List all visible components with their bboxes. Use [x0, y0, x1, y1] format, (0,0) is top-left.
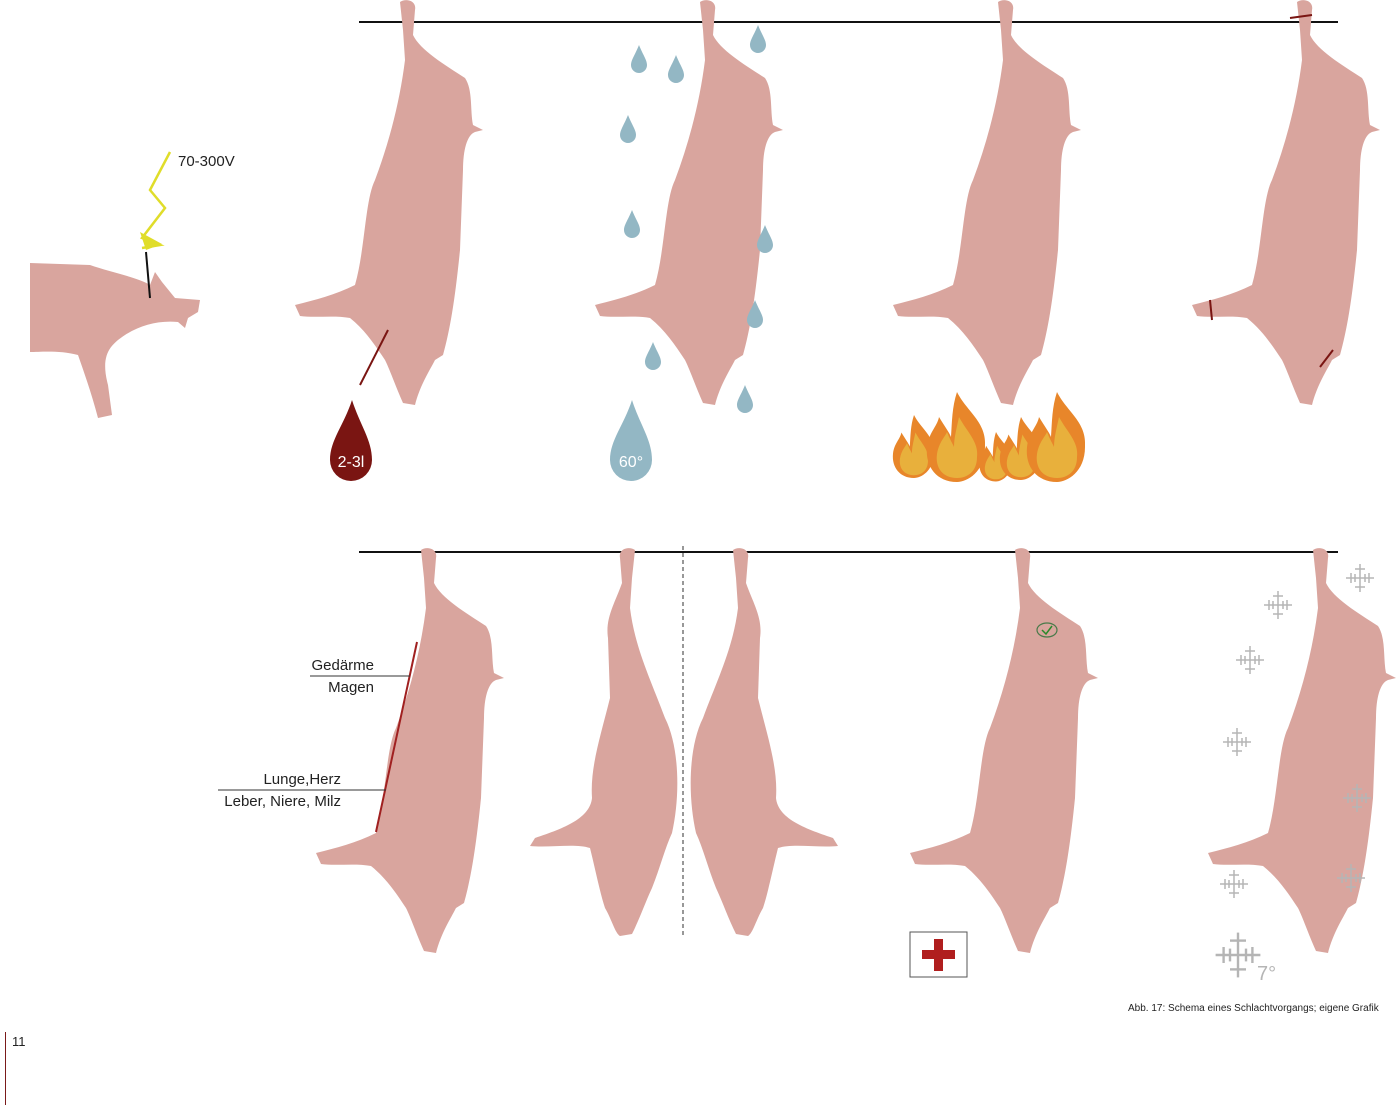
organ-label: Leber, Niere, Milz: [224, 793, 341, 810]
hanging-pig: [910, 548, 1098, 953]
scalding-stage: 60°: [595, 0, 783, 481]
hanging-pig: [316, 548, 504, 953]
voltage-label: 70-300V: [178, 153, 235, 170]
cooling-stage: 7°: [1208, 548, 1396, 985]
evisceration-stage: Gedärme Magen Lunge,Herz Leber, Niere, M…: [218, 548, 504, 953]
blood-drop-icon: [330, 400, 372, 481]
blood-volume-label: 2-3l: [338, 454, 365, 471]
inspection-stage: [909, 548, 1098, 978]
cooling-temperature-label: 7°: [1257, 963, 1276, 985]
hanging-pig: [295, 0, 483, 405]
bleeding-stage: 2-3l: [295, 0, 483, 481]
page-margin-bar: [5, 1032, 6, 1105]
lightning-icon: [139, 151, 172, 250]
splitting-stage: [530, 546, 838, 936]
hanging-pig: [595, 0, 783, 405]
hanging-pig: [1192, 0, 1380, 405]
inspection-stamp-icon: [1036, 622, 1058, 638]
figure-caption: Abb. 17: Schema eines Schlachtvorgangs; …: [1128, 1003, 1379, 1014]
organ-label: Gedärme: [311, 657, 374, 674]
water-temperature-label: 60°: [619, 454, 643, 471]
carcass-half-right: [690, 548, 838, 936]
carcass-half-left: [530, 548, 678, 936]
organ-label: Magen: [328, 679, 374, 696]
organ-label: Lunge,Herz: [263, 771, 341, 788]
hanging-pig: [893, 0, 1081, 405]
bleeding-cut: [359, 329, 389, 386]
page-number: 11: [12, 1034, 26, 1049]
fire-icon: [892, 392, 1086, 482]
cutting-stage: [1192, 0, 1380, 405]
stun-electrode: [145, 251, 151, 299]
stunned-pig: 70-300V: [30, 151, 235, 418]
abdominal-cut: [375, 641, 418, 833]
singeing-stage: [892, 0, 1086, 482]
water-drop-icon: [610, 400, 652, 481]
